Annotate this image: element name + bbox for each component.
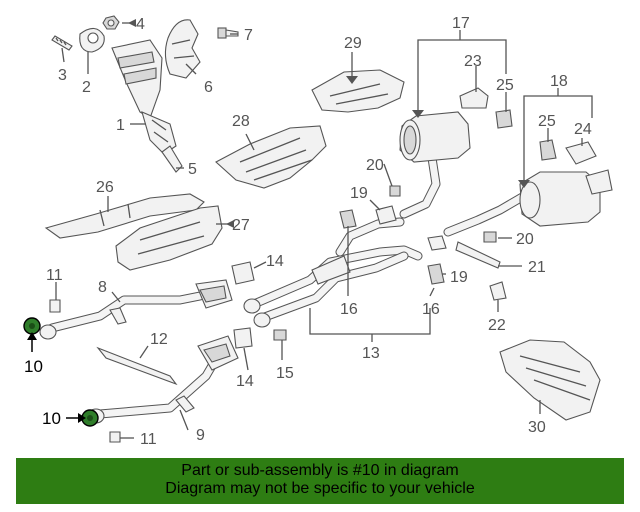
callout-16-left: 16	[340, 301, 358, 318]
leader-arrowheads	[128, 19, 530, 228]
heat-shield-27-part	[115, 205, 223, 271]
callout-13: 13	[362, 345, 380, 362]
bolt-part	[217, 27, 239, 39]
callout-8: 8	[98, 279, 107, 296]
callout-17: 17	[452, 15, 470, 32]
callout-14-lower: 14	[236, 373, 254, 390]
gasket-14-lower-part	[233, 327, 253, 349]
hanger-11-upper-part	[49, 299, 61, 313]
muffler-18-part	[443, 169, 613, 237]
bracket-21-part	[455, 241, 501, 269]
front-pipe-upper-part	[39, 279, 233, 340]
callout-30: 30	[528, 419, 546, 436]
callout-29: 29	[344, 35, 362, 52]
catalytic-converter-part	[111, 39, 177, 155]
callout-27: 27	[232, 217, 250, 234]
callout-28: 28	[232, 113, 250, 130]
gasket-part	[79, 27, 105, 53]
bracket-23-part	[459, 87, 489, 109]
muffler-17-part	[399, 111, 471, 219]
center-pipe-part	[243, 217, 423, 328]
callout-5: 5	[188, 161, 197, 178]
bolt-20a-part	[389, 185, 401, 197]
callout-16-right: 16	[422, 301, 440, 318]
hanger-22-part	[489, 281, 507, 301]
heat-shield-26-part	[44, 193, 205, 239]
callout-25-upper: 25	[496, 77, 514, 94]
heat-shield-29-part	[311, 69, 405, 113]
hanger-25a-part	[495, 109, 513, 129]
callout-26: 26	[96, 179, 114, 196]
callout-20-lower: 20	[516, 231, 534, 248]
callout-3: 3	[58, 67, 67, 84]
callout-19-lower: 19	[450, 269, 468, 286]
callout-15: 15	[276, 365, 294, 382]
underbody-shield-part	[499, 339, 601, 421]
callout-24: 24	[574, 121, 592, 138]
stud-part	[51, 35, 73, 51]
callout-25-lower: 25	[538, 113, 556, 130]
gasket-16b-part	[427, 235, 447, 251]
banner-line-1: Part or sub-assembly is #10 in diagram	[181, 462, 459, 479]
callout-22: 22	[488, 317, 506, 334]
callout-11-upper: 11	[46, 267, 63, 284]
callout-4: 4	[136, 16, 145, 33]
callout-18: 18	[550, 73, 568, 90]
callout-23: 23	[464, 53, 482, 70]
rubber-hanger-19b-part	[427, 263, 445, 285]
banner-line-2: Diagram may not be specific to your vehi…	[165, 480, 475, 497]
callout-labels: 1 2 3 4 5 6 7 8 9 10 10 11 11 12 13 14 1…	[24, 15, 592, 448]
info-banner: Part or sub-assembly is #10 in diagram D…	[16, 458, 624, 504]
highlighted-part-10-lower	[81, 409, 99, 427]
callout-10-lower: 10	[42, 409, 61, 428]
leader-lines	[55, 22, 593, 439]
nut-part	[102, 15, 120, 30]
bracket-strip-part	[96, 346, 178, 386]
callout-7: 7	[244, 27, 253, 44]
bolt-15-part	[273, 329, 287, 341]
callout-10-upper: 10	[24, 357, 43, 376]
callout-12: 12	[150, 331, 168, 348]
callout-2: 2	[82, 79, 91, 96]
callout-20-upper: 20	[366, 157, 384, 174]
callout-14-upper: 14	[266, 253, 284, 270]
callout-11-lower: 11	[140, 431, 157, 448]
highlighted-part-10-upper	[23, 317, 41, 335]
callout-1: 1	[116, 117, 125, 134]
callout-21: 21	[528, 259, 546, 276]
front-pipe-lower-part	[87, 335, 239, 424]
callout-19-upper: 19	[350, 185, 368, 202]
bracket-part	[161, 145, 183, 173]
gasket-19-part	[375, 205, 397, 225]
bracket-24-part	[565, 141, 597, 165]
heat-shield-part	[164, 19, 201, 79]
callout-9: 9	[196, 427, 205, 444]
rubber-hanger-19a-part	[339, 209, 357, 229]
heat-shield-28-part	[215, 125, 327, 189]
callout-6: 6	[204, 79, 213, 96]
hanger-25b-part	[539, 139, 557, 161]
bolt-20b-part	[483, 231, 497, 243]
highlight-leaders	[27, 332, 86, 423]
gasket-14-upper-part	[231, 261, 255, 285]
hanger-11-lower-part	[109, 431, 121, 443]
